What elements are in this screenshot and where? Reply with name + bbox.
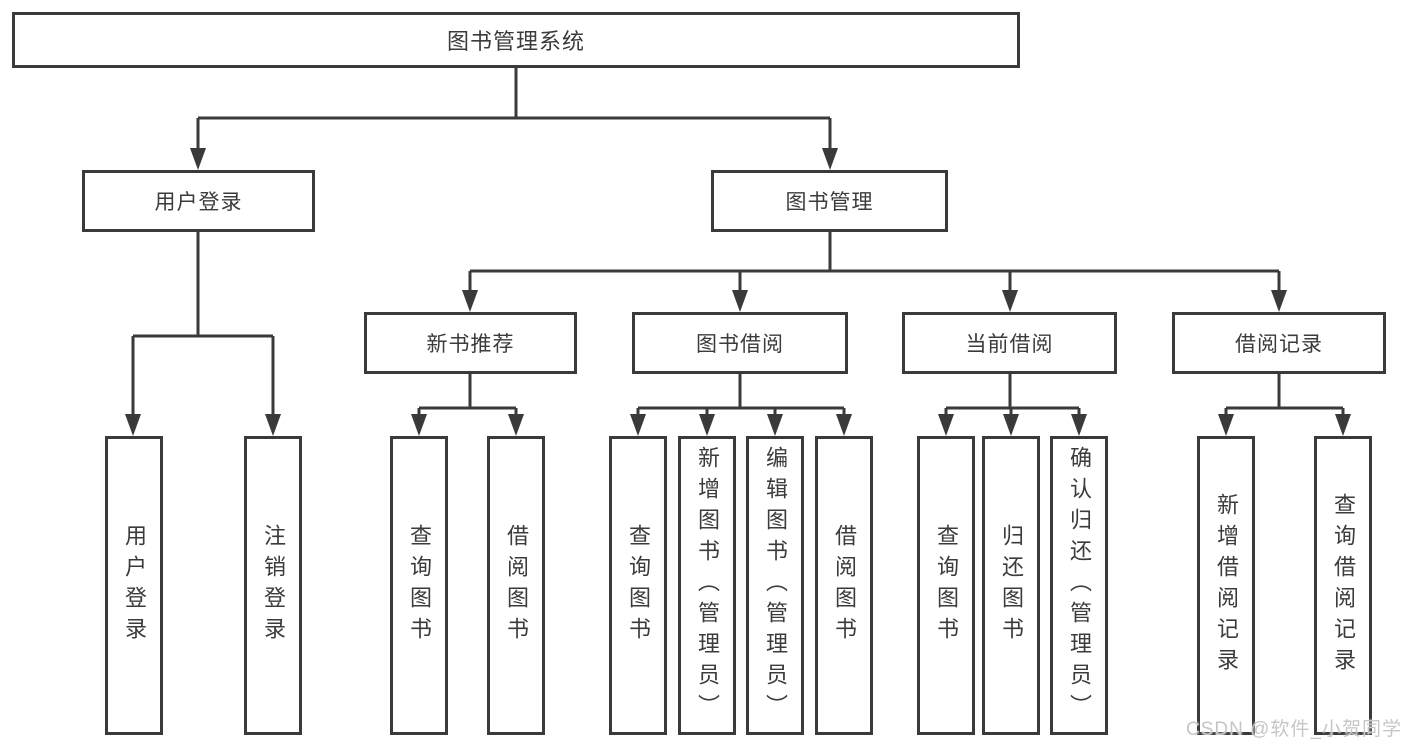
arrow-down-icon — [1071, 414, 1087, 436]
node-label: 查询图书 — [626, 523, 651, 648]
connector-userlogin-to-leaves — [131, 232, 275, 416]
arrow-down-icon — [1218, 414, 1234, 436]
connector-currentborrow-to-leaves — [944, 374, 1081, 416]
leaf-borrow-add-admin: 新增图书（管理员） — [678, 436, 736, 735]
arrow-down-icon — [125, 414, 141, 436]
node-label: 新增借阅记录 — [1214, 492, 1239, 679]
node-book-management: 图书管理 — [711, 170, 948, 232]
connector-root-to-level2 — [196, 68, 832, 150]
arrow-down-icon — [411, 414, 427, 436]
leaf-borrow-book: 借阅图书 — [815, 436, 873, 735]
arrow-down-icon — [1335, 414, 1351, 436]
leaf-current-query: 查询图书 — [917, 436, 975, 735]
node-label: 用户登录 — [154, 191, 243, 214]
leaf-logout: 注销登录 — [244, 436, 302, 735]
arrow-down-icon — [462, 290, 478, 312]
leaf-borrow-edit-admin: 编辑图书（管理员） — [746, 436, 804, 735]
node-label: 用户登录 — [122, 523, 147, 648]
node-label: 借阅记录 — [1235, 333, 1323, 356]
arrow-down-icon — [630, 414, 646, 436]
node-label: 编辑图书（管理员） — [763, 446, 788, 725]
leaf-newbooks-borrow: 借阅图书 — [487, 436, 545, 735]
arrow-down-icon — [1271, 290, 1287, 312]
arrow-down-icon — [1003, 414, 1019, 436]
leaf-records-add: 新增借阅记录 — [1197, 436, 1255, 735]
node-label: 确认归还（管理员） — [1067, 446, 1092, 725]
arrow-down-icon — [190, 148, 206, 170]
leaf-current-return: 归还图书 — [982, 436, 1040, 735]
arrow-down-icon — [732, 290, 748, 312]
arrow-down-icon — [699, 414, 715, 436]
node-new-book-recommend: 新书推荐 — [364, 312, 577, 374]
arrowheads — [125, 148, 1351, 436]
leaf-current-confirm-return-admin: 确认归还（管理员） — [1050, 436, 1108, 735]
node-label: 新增图书（管理员） — [695, 446, 720, 725]
arrow-down-icon — [822, 148, 838, 170]
node-current-borrow: 当前借阅 — [902, 312, 1117, 374]
node-label: 查询图书 — [934, 523, 959, 648]
node-borrow-records: 借阅记录 — [1172, 312, 1386, 374]
node-user-login: 用户登录 — [82, 170, 315, 232]
node-book-borrow: 图书借阅 — [632, 312, 848, 374]
node-label: 归还图书 — [999, 523, 1024, 648]
arrow-down-icon — [265, 414, 281, 436]
connector-records-to-leaves — [1224, 374, 1345, 416]
node-label: 图书管理系统 — [446, 29, 585, 54]
node-label: 注销登录 — [261, 523, 286, 648]
node-label: 查询借阅记录 — [1331, 492, 1356, 679]
node-label: 新书推荐 — [426, 333, 515, 356]
arrow-down-icon — [836, 414, 852, 436]
leaf-newbooks-query: 查询图书 — [390, 436, 448, 735]
arrow-down-icon — [767, 414, 783, 436]
node-system-root: 图书管理系统 — [12, 12, 1020, 68]
node-label: 借阅图书 — [832, 523, 857, 648]
arrow-down-icon — [1002, 290, 1018, 312]
connector-newbooks-to-leaves — [417, 374, 518, 416]
connector-bookmgmt-to-level3 — [468, 232, 1281, 292]
leaf-records-query: 查询借阅记录 — [1314, 436, 1372, 735]
node-label: 图书管理 — [785, 191, 874, 214]
node-label: 查询图书 — [407, 523, 432, 648]
leaf-user-login: 用户登录 — [105, 436, 163, 735]
arrow-down-icon — [938, 414, 954, 436]
connector-bookborrow-to-leaves — [636, 374, 846, 416]
arrow-down-icon — [508, 414, 524, 436]
node-label: 当前借阅 — [965, 333, 1054, 356]
node-label: 图书借阅 — [696, 333, 784, 356]
leaf-borrow-query: 查询图书 — [609, 436, 667, 735]
node-label: 借阅图书 — [504, 523, 529, 648]
